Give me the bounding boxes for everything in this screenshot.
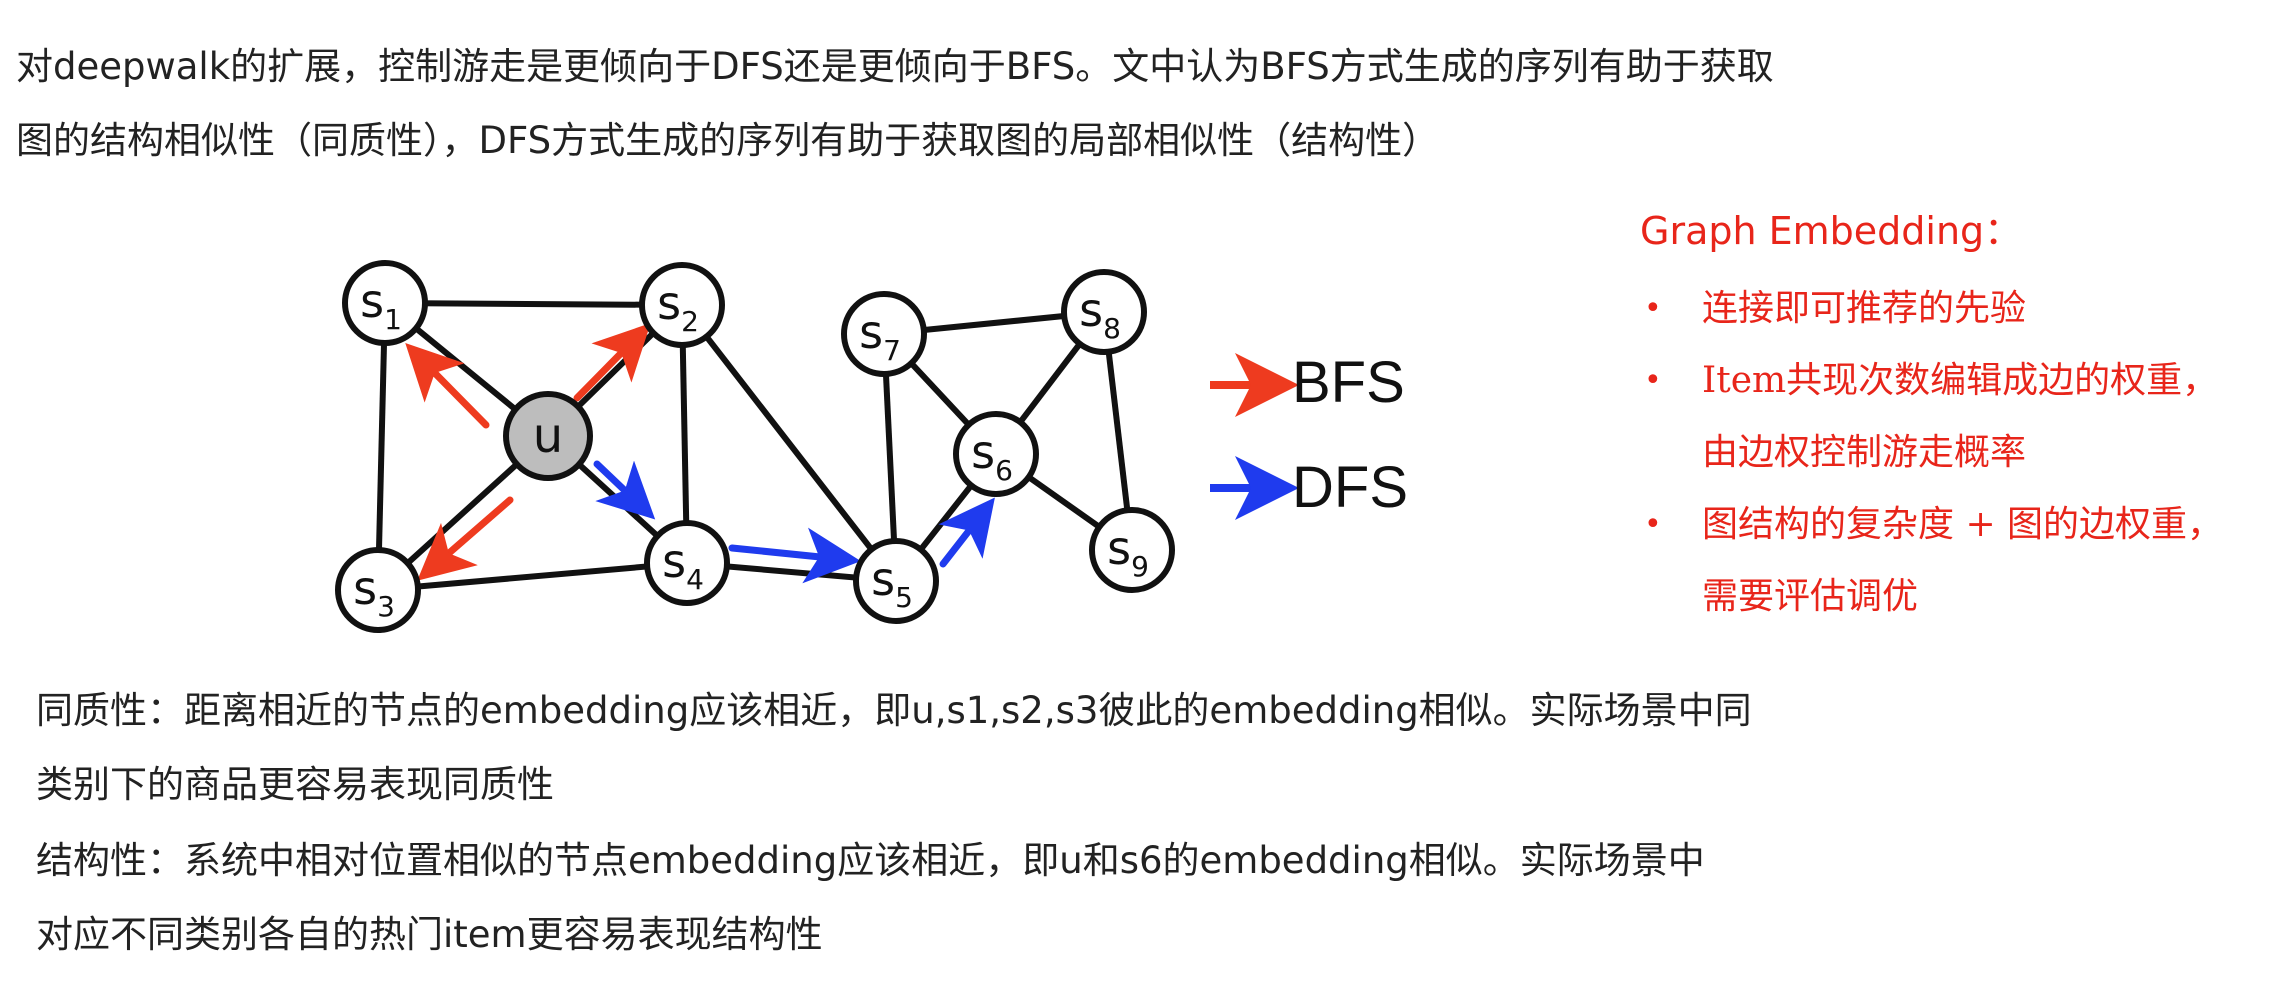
structural-line-1: 结构性：系统中相对位置相似的节点embedding应该相近，即u和s6的embe… [36,839,1705,882]
node-label: s [657,276,681,330]
node-u: u [503,391,593,481]
svg-text:s8: s8 [1079,283,1121,345]
node-sub: 2 [681,305,699,338]
side-title: Graph Embedding： [1640,209,2023,253]
node-sub: 9 [1131,550,1149,583]
bullet-icon: • [1644,507,1662,542]
side-item-text: Item共现次数编辑成边的权重， [1702,360,2219,401]
node-s5: s5 [853,538,939,624]
side-list: • 连接即可推荐的先验 • Item共现次数编辑成边的权重， 由边权控制游走概率… [1640,273,2223,633]
svg-text:s9: s9 [1107,521,1149,583]
node-label: s [1107,521,1131,575]
svg-text:s6: s6 [971,425,1013,487]
legend-dfs-label: DFS [1292,455,1408,520]
node-sub: 7 [883,334,901,367]
node-label: s [859,305,883,359]
node-s8: s8 [1061,269,1147,355]
intro-line-1: 对deepwalk的扩展，控制游走是更倾向于DFS还是更倾向于BFS。文中认为B… [16,45,1774,88]
bfs-arrow-u-s2 [573,323,651,402]
graph-nodes: s1 s2 u s3 s4 s5 s6 s7 [335,260,1175,633]
node-sub: 6 [995,454,1013,487]
node-s1: s1 [342,260,428,346]
dfs-arrows [593,460,995,584]
node-s3: s3 [335,547,421,633]
intro-line-2: 图的结构相似性（同质性），DFS方式生成的序列有助于获取图的局部相似性（结构性） [16,119,1440,162]
dfs-arrow-s4-s5 [728,527,861,584]
side-item-text: 图结构的复杂度 + 图的边权重， [1702,504,2224,545]
node-s9: s9 [1089,507,1175,593]
edge-s1-s3 [375,302,388,591]
node-label: u [533,408,563,464]
node-s4: s4 [644,520,730,606]
side-item: • 连接即可推荐的先验 [1640,273,2223,345]
node-s6: s6 [953,411,1039,497]
homophily-line-1: 同质性：距离相近的节点的embedding应该相近，即u,s1,s2,s3彼此的… [36,689,1752,732]
node-label: s [662,534,686,588]
node-label: s [971,425,995,479]
node-sub: 4 [686,563,704,596]
side-item: • Item共现次数编辑成边的权重， 由边权控制游走概率 [1640,345,2223,489]
structural-line-2: 对应不同类别各自的热门item更容易表现结构性 [36,913,823,956]
svg-text:s3: s3 [353,561,395,623]
edge-s3-s4 [377,560,688,593]
side-item-text: 连接即可推荐的先验 [1702,288,2027,329]
node-s2: s2 [639,262,725,348]
graph-embedding-notes: Graph Embedding： • 连接即可推荐的先验 • Item共现次数编… [1640,200,2223,633]
node-sub: 5 [895,581,913,614]
side-item: • 图结构的复杂度 + 图的边权重， 需要评估调优 [1640,489,2223,633]
homophily-line-2: 类别下的商品更容易表现同质性 [36,763,554,806]
bfs-arrow-u-s1 [405,343,490,429]
node-label: s [1079,283,1103,337]
bullet-icon: • [1644,363,1662,398]
svg-text:s4: s4 [662,534,704,596]
side-item-continuation: 需要评估调优 [1702,576,1919,617]
node-sub: 3 [377,590,395,623]
graph-diagram: s1 s2 u s3 s4 s5 s6 s7 [335,260,1408,633]
svg-text:s5: s5 [871,552,913,614]
svg-text:s7: s7 [859,305,901,367]
node-s7: s7 [841,291,927,377]
svg-text:s1: s1 [360,274,402,336]
dfs-arrow-s5-s6 [938,497,995,568]
node-label: s [353,561,377,615]
node-label: s [871,552,895,606]
node-sub: 8 [1103,312,1121,345]
bfs-arrow-u-s3 [417,496,514,581]
edge-s2-s4 [679,304,690,564]
bfs-arrows [405,323,651,581]
edge-s1-s2 [384,300,683,308]
side-item-continuation: 由边权控制游走概率 [1702,432,2027,473]
legend-bfs-label: BFS [1292,350,1405,415]
bullet-icon: • [1644,291,1662,326]
legend: BFS DFS [1210,350,1408,520]
node-label: s [360,274,384,328]
dfs-arrow-u-s4 [593,460,656,520]
svg-text:s2: s2 [657,276,699,338]
node-sub: 1 [384,303,402,336]
